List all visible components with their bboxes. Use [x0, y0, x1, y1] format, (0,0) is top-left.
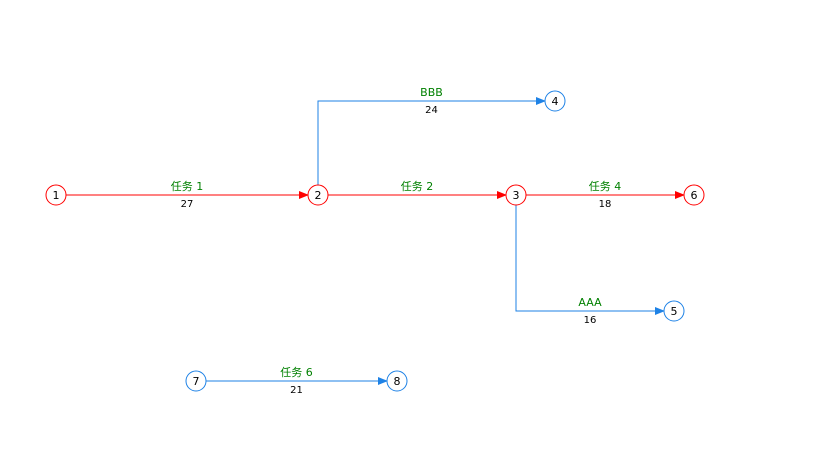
node-8[interactable]: 8	[386, 370, 408, 392]
task-line-3-5[interactable]	[515, 205, 665, 315]
task-name-label: AAA	[578, 296, 602, 309]
node-number-label: 8	[394, 375, 401, 388]
node-circle[interactable]	[505, 184, 527, 206]
node-number-label: 4	[552, 95, 559, 108]
node-circle[interactable]	[45, 184, 67, 206]
node-number-label: 2	[315, 189, 322, 202]
task-line-2-4[interactable]	[317, 97, 546, 185]
node-5[interactable]: 5	[663, 300, 685, 322]
node-6[interactable]: 6	[683, 184, 705, 206]
node-circle[interactable]	[683, 184, 705, 206]
node-3[interactable]: 3	[505, 184, 527, 206]
task-arrow-1-2[interactable]: 任务 1 27	[66, 180, 309, 210]
node-circle[interactable]	[307, 184, 329, 206]
node-circle[interactable]	[663, 300, 685, 322]
node-number-label: 1	[53, 189, 60, 202]
task-arrow-3-5[interactable]: AAA 16	[515, 205, 665, 326]
task-duration-label: 27	[181, 199, 194, 210]
node-2[interactable]: 2	[307, 184, 329, 206]
node-circle[interactable]	[544, 90, 566, 112]
task-name-label: 任务 1	[171, 180, 204, 193]
task-duration-label: 18	[599, 199, 612, 210]
node-circle[interactable]	[386, 370, 408, 392]
task-arrow-7-8[interactable]: 任务 6 21	[206, 366, 388, 396]
node-number-label: 3	[513, 189, 520, 202]
task-arrow-2-4[interactable]: BBB 24	[317, 86, 546, 185]
task-duration-label: 24	[425, 105, 438, 116]
node-number-label: 5	[671, 305, 678, 318]
task-arrow-3-6[interactable]: 任务 4 18	[526, 180, 685, 210]
node-number-label: 7	[193, 375, 200, 388]
node-7[interactable]: 7	[185, 370, 207, 392]
task-arrow-2-3[interactable]: 任务 2	[328, 180, 507, 199]
task-name-label: 任务 4	[589, 180, 622, 193]
task-duration-label: 21	[290, 385, 303, 396]
task-name-label: BBB	[420, 86, 443, 99]
task-name-label: 任务 2	[401, 180, 434, 193]
task-name-label: 任务 6	[280, 366, 313, 379]
task-duration-label: 16	[584, 315, 597, 326]
node-4[interactable]: 4	[544, 90, 566, 112]
node-number-label: 6	[691, 189, 698, 202]
node-circle[interactable]	[185, 370, 207, 392]
nodes-layer: 1 2 3 4 5 6 7 8	[45, 90, 705, 392]
node-1[interactable]: 1	[45, 184, 67, 206]
